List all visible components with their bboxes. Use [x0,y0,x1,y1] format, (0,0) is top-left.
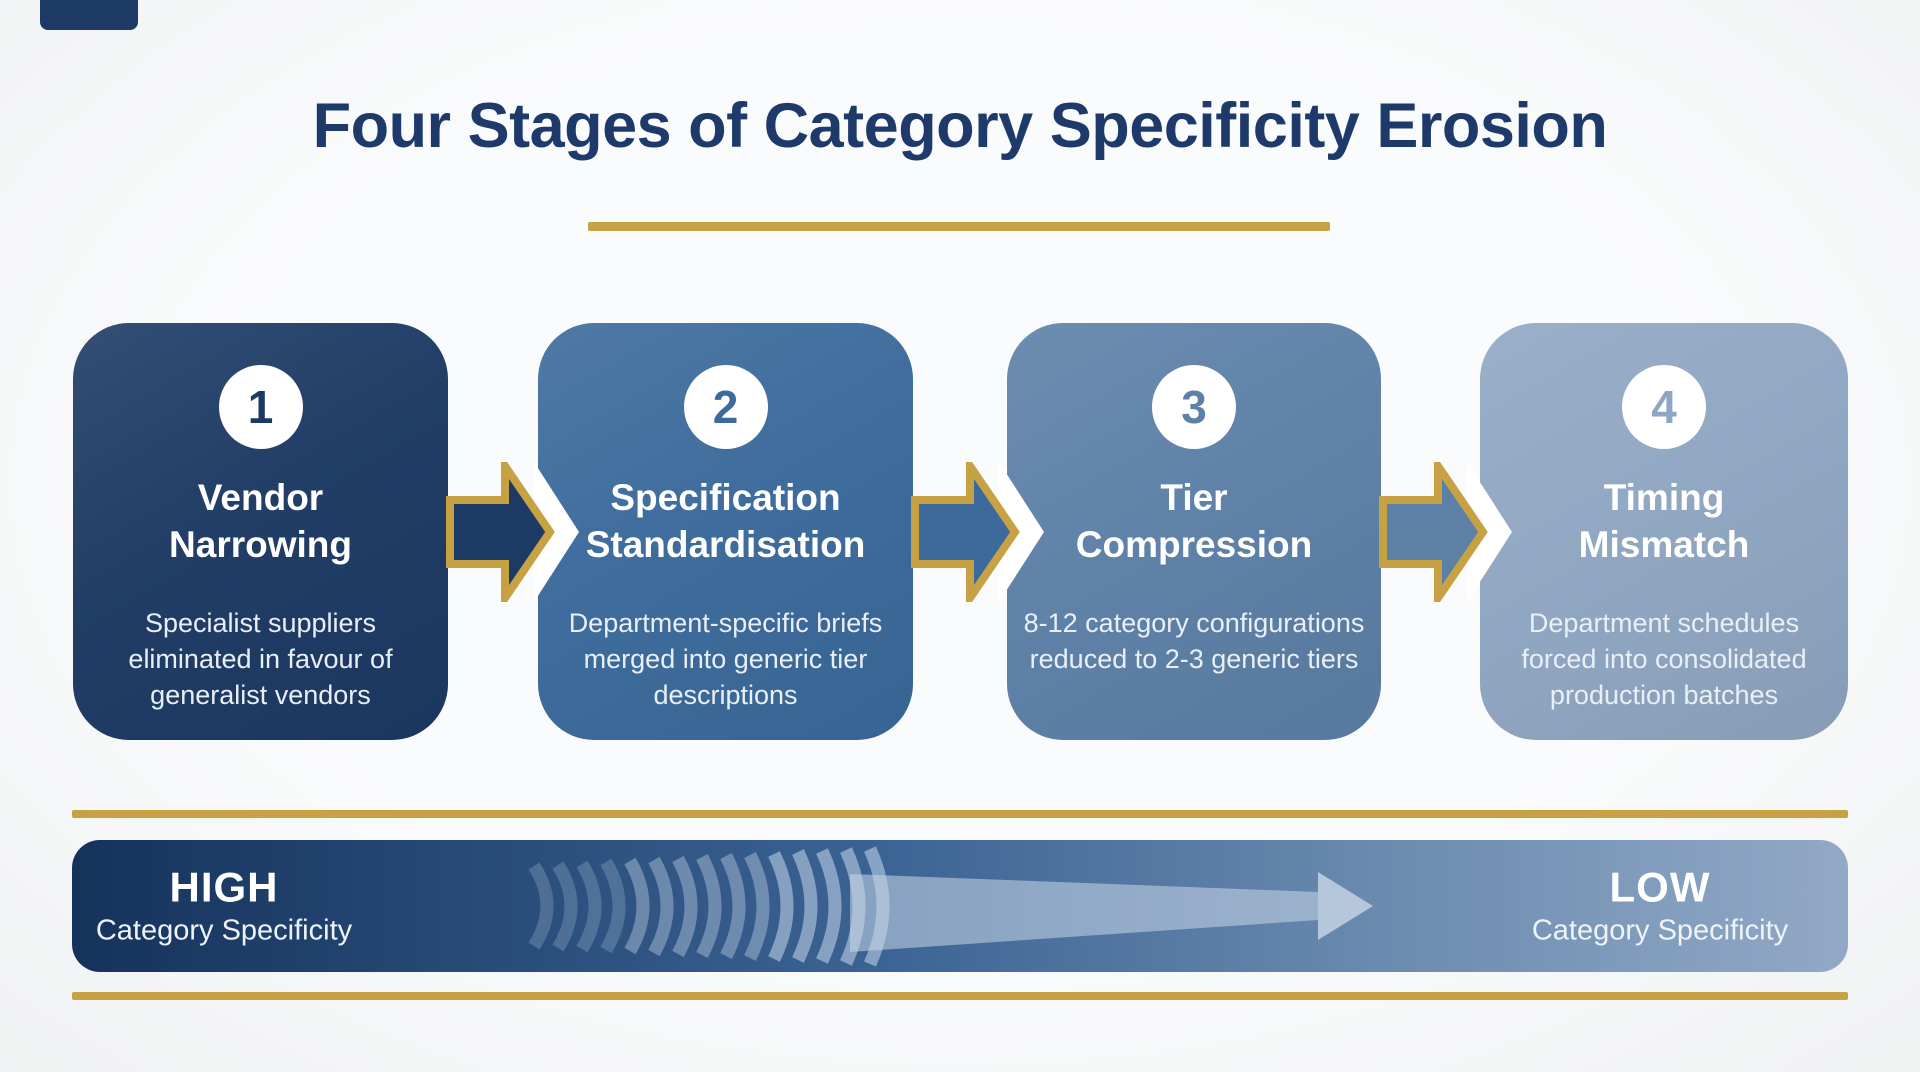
stage-1-description: Specialist suppliers eliminated in favou… [128,607,393,711]
stage-4-description: Department schedules forced into consoli… [1521,607,1807,711]
high-sublabel: Category Specificity [95,914,353,947]
stage-3-description: 8-12 category configurations reduced to … [1023,607,1365,675]
low-specificity-label: LOW Category Specificity [1470,863,1848,947]
low-label: LOW [1609,863,1711,911]
stage-1-number-badge: 1 [218,365,303,449]
stage-4-number: 4 [1651,381,1677,433]
arrow-right-icon [446,462,579,602]
stage-4-number-badge: 4 [1622,365,1706,449]
stage-4-title: Timing Mismatch [1578,477,1750,565]
stage-card-3: 3 Tier Compression 8-12 category configu… [1007,323,1381,740]
high-label: HIGH [169,863,279,911]
stage-2-number: 2 [712,381,739,433]
stage-3-number: 3 [1181,381,1207,433]
low-sublabel: Category Specificity [1531,914,1789,947]
stage-1-title: Vendor Narrowing [169,477,352,565]
speed-chevrons-icon [528,846,890,967]
gold-divider-top [72,810,1848,818]
stage-2-number-badge: 2 [683,365,768,449]
stage-card-2: 2 Specification Standardisation Departme… [538,323,913,740]
arrow-right-icon [911,462,1044,602]
stage-3-number-badge: 3 [1152,365,1236,449]
stage-card-1: 1 Vendor Narrowing Specialist suppliers … [73,323,448,740]
specificity-gradient-bar: HIGH Category Specificity LOW Category S… [72,840,1848,972]
top-left-accent [40,0,138,30]
stage-card-4: 4 Timing Mismatch Department schedules f… [1480,323,1848,740]
stage-3-title: Tier Compression [1075,477,1313,565]
title-divider [588,222,1330,231]
gold-divider-bottom [72,992,1848,1000]
stage-2-title: Specification Standardisation [585,477,866,565]
stage-1-number: 1 [247,381,274,433]
page-title: Four Stages of Category Specificity Eros… [312,91,1608,161]
arrow-right-icon [1379,462,1512,602]
high-specificity-label: HIGH Category Specificity [94,863,354,947]
stage-2-description: Department-specific briefs merged into g… [568,607,883,711]
flow-arrow-icon [528,846,1373,967]
